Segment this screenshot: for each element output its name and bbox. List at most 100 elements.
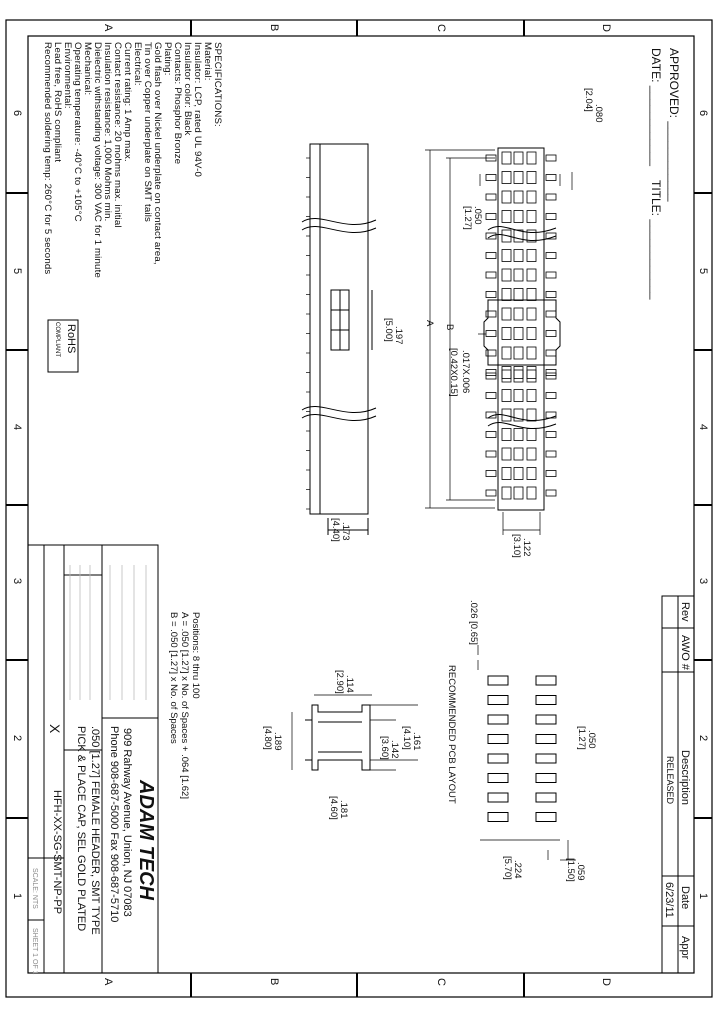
contact-square <box>526 366 537 379</box>
dim-181: .181 <box>338 800 349 819</box>
contact-tail <box>545 213 557 220</box>
sheet-text: SHEET 1 OF 1 <box>31 928 38 975</box>
contact-tail <box>545 291 557 298</box>
pcb-pad-right <box>535 812 557 822</box>
pcb-dim-059: .059 <box>575 862 586 881</box>
zone-number-right-6: 6 <box>697 110 709 117</box>
contact-square <box>526 428 537 441</box>
zone-number-left-2: 2 <box>11 735 23 742</box>
contact-square <box>526 229 537 243</box>
contact-square <box>526 346 537 360</box>
contact-square <box>501 268 512 282</box>
rev-row-description: RELEASED <box>665 756 675 805</box>
contact-tail <box>485 213 497 220</box>
connector-side-view <box>301 143 377 535</box>
contact-square <box>501 229 512 243</box>
positions-line-2: A = .050 [1.27] x No. of Spaces + .064 [… <box>179 612 190 799</box>
rev-letter: X <box>47 724 63 734</box>
contact-square <box>513 369 524 383</box>
dim-122-mm: [3.10] <box>511 534 522 558</box>
dim-181-mm: [4.60] <box>328 796 339 820</box>
pcb-dim-050-mm: [1.27] <box>576 726 587 750</box>
connector-end-view <box>305 704 371 771</box>
dim-161-mm: [4.10] <box>401 726 412 750</box>
contact-square <box>526 249 537 262</box>
contact-square <box>501 408 512 422</box>
contact-square <box>526 447 537 461</box>
contact-square <box>501 369 512 383</box>
pcb-pad-right <box>535 695 557 705</box>
contact-square <box>526 210 537 223</box>
contact-square <box>501 151 512 165</box>
contact-square <box>501 486 512 500</box>
dim-173-mm: [4.40] <box>330 518 341 542</box>
contact-square <box>513 288 524 301</box>
dim-post: .017X.006 <box>460 350 471 394</box>
contact-square <box>501 389 512 402</box>
contact-square <box>513 190 524 204</box>
contact-tail <box>545 392 557 399</box>
pcb-pad-right <box>535 753 557 764</box>
contact-tail <box>545 154 557 162</box>
pcb-pad-right <box>535 675 557 686</box>
zone-number-right-1: 1 <box>697 893 709 900</box>
spec-line: Electrical: <box>132 42 143 86</box>
contact-square <box>501 210 512 223</box>
zone-label-top-d: D <box>600 24 612 32</box>
pcb-pad-right <box>535 792 557 803</box>
contact-square <box>513 346 524 360</box>
contact-square <box>501 307 512 321</box>
drawing-title-1: .050 [1.27] FEMALE HEADER, SMT TYPE <box>89 726 101 935</box>
pcb-pad-left <box>487 773 509 783</box>
scale-text: SCALE: NTS <box>31 868 38 909</box>
contact-square <box>501 190 512 204</box>
contact-square <box>513 249 524 262</box>
contact-tail <box>485 450 497 458</box>
pcb-pad-left <box>487 734 509 744</box>
contact-square <box>513 151 524 165</box>
company-address: 909 Rahway Avenue, Union, NJ 07083 <box>121 728 133 917</box>
contacts <box>485 151 557 500</box>
contact-square <box>513 268 524 282</box>
rev-header-description: Description <box>679 750 691 806</box>
spec-line: Current rating: 1 Amp max. <box>122 42 133 162</box>
contact-tail <box>485 232 497 240</box>
contact-tail <box>545 232 557 240</box>
approved-field: APPROVED: ____________ <box>667 48 681 202</box>
pcb-pad-left <box>487 792 509 803</box>
contact-tail <box>545 450 557 458</box>
contact-tail <box>485 431 497 438</box>
contact-square <box>501 428 512 441</box>
spec-line: Operating temperature: -40°C to +105°C <box>72 42 83 222</box>
contact-square <box>513 486 524 500</box>
rohs-compliant-text: COMPLIANT <box>54 322 60 358</box>
contact-tail <box>545 431 557 438</box>
spec-line: Gold flash over Nickel underplate on con… <box>152 42 163 265</box>
dim-142-mm: [3.60] <box>379 736 390 760</box>
pcb-dim-224: .224 <box>512 860 523 879</box>
revision-block <box>661 595 695 974</box>
contact-square <box>501 288 512 301</box>
contact-square <box>513 408 524 422</box>
spec-line: Lead free, RoHS compliant <box>52 42 63 163</box>
pcb-pad-right <box>535 773 557 783</box>
contact-square <box>513 389 524 402</box>
zone-number-right-5: 5 <box>697 268 709 275</box>
dim-189: .189 <box>272 732 283 751</box>
drawing-title-2: PICK & PLACE CAP, SEL GOLD PLATED <box>75 726 87 932</box>
contact-tail <box>545 310 557 318</box>
contact-square <box>526 408 537 422</box>
zone-label-bottom-c: C <box>435 978 447 986</box>
zone-label-top-c: C <box>435 24 447 32</box>
contact-tail <box>545 372 557 380</box>
contact-square <box>526 327 537 340</box>
dimension-lines-top-view <box>425 149 573 535</box>
end-view-dimensions <box>291 694 418 771</box>
spec-heading: SPECIFICATIONS: <box>212 42 223 127</box>
spec-line: Contacts: Phosphor Bronze <box>172 42 183 165</box>
spec-line: Mechanical: <box>82 42 93 96</box>
zone-number-left-6: 6 <box>11 110 23 117</box>
pcb-dim-059-mm: [1.50] <box>565 858 576 882</box>
company-name: ADAM TECH <box>135 780 157 900</box>
dim-b-label: B <box>444 324 455 331</box>
